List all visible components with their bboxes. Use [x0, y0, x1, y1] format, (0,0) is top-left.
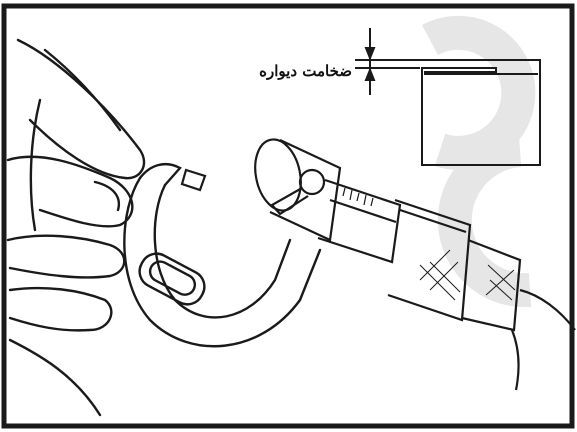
wall-thickness-label: ضخامت دیواره: [212, 62, 352, 80]
